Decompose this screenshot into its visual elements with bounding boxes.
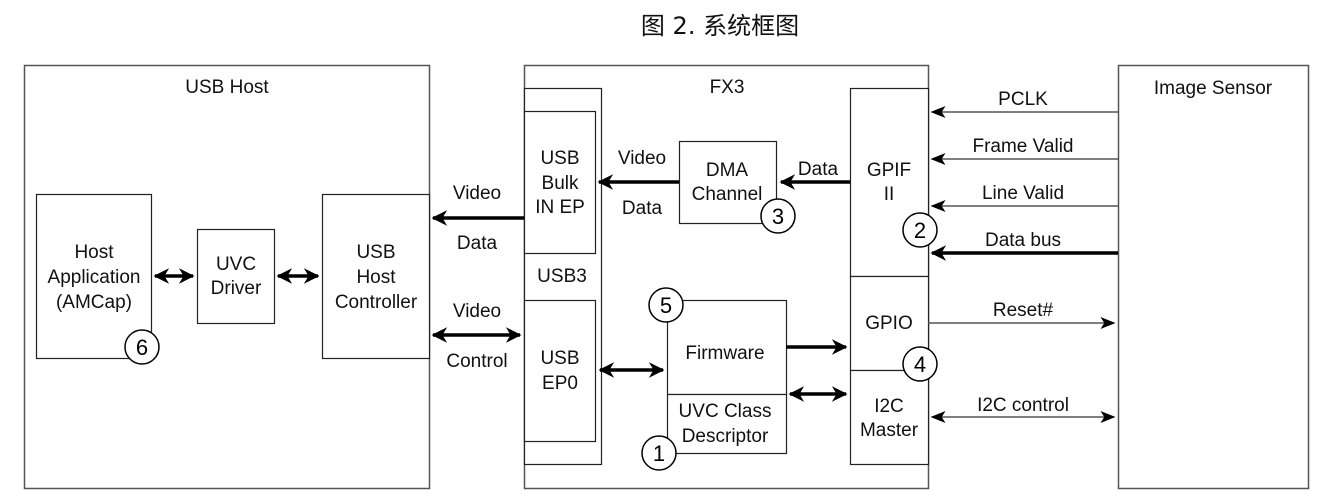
usb-host-controller-line-3: Controller bbox=[335, 292, 418, 313]
bulk-in-line-3: IN EP bbox=[535, 197, 585, 218]
uvc-driver-box bbox=[196, 228, 276, 325]
marker-6-label: 6 bbox=[136, 335, 148, 360]
marker-1: 1 bbox=[641, 435, 677, 471]
uvc-class-line-2: Descriptor bbox=[682, 426, 769, 447]
uvc-driver-line-1: UVC bbox=[216, 254, 256, 275]
gpif-dma-data-label: Data bbox=[798, 159, 839, 180]
fx3-block: FX3 USB3 USB Bulk IN EP USB EP0 DMA Chan… bbox=[523, 64, 938, 490]
i2c-line-1: I2C bbox=[874, 396, 904, 417]
gpif-line-1: GPIF bbox=[867, 160, 911, 181]
usb-ep0-box bbox=[523, 299, 597, 443]
uvc-driver-line-2: Driver bbox=[211, 278, 262, 299]
figure-title: 图 2. 系统框图 bbox=[641, 12, 799, 40]
uvc-class-descriptor-box bbox=[666, 393, 788, 455]
host-application-box bbox=[35, 193, 153, 360]
marker-3: 3 bbox=[760, 198, 796, 234]
bulk-in-line-2: Bulk bbox=[542, 173, 579, 194]
marker-5: 5 bbox=[648, 287, 684, 323]
gpio-label: GPIO bbox=[865, 313, 913, 334]
firmware-label: Firmware bbox=[685, 343, 764, 364]
marker-2: 2 bbox=[902, 212, 938, 248]
image-sensor-frame bbox=[1117, 64, 1310, 490]
dma-data-label: Data bbox=[622, 198, 663, 219]
fx3-title: FX3 bbox=[710, 77, 745, 98]
dma-line-1: DMA bbox=[706, 160, 749, 181]
host-video-control-top: Video bbox=[453, 301, 501, 322]
marker-6: 6 bbox=[124, 329, 160, 365]
usb3-title: USB3 bbox=[537, 266, 587, 287]
i2c-master-box bbox=[849, 369, 930, 466]
frame-valid-label: Frame Valid bbox=[972, 136, 1073, 157]
host-app-line-1: Host bbox=[74, 242, 114, 263]
usb-bulk-in-ep-box bbox=[523, 110, 597, 255]
marker-5-label: 5 bbox=[660, 293, 672, 318]
i2c-control-label: I2C control bbox=[977, 395, 1069, 416]
usb-host-controller-box bbox=[321, 193, 431, 360]
dma-line-2: Channel bbox=[692, 184, 763, 205]
dma-channel-box bbox=[678, 140, 778, 225]
marker-4-label: 4 bbox=[914, 352, 926, 377]
usb-host-controller-line-2: Host bbox=[356, 267, 396, 288]
dma-video-label: Video bbox=[618, 148, 666, 169]
ep0-line-2: EP0 bbox=[542, 373, 578, 394]
line-valid-label: Line Valid bbox=[982, 183, 1064, 204]
i2c-line-2: Master bbox=[860, 420, 919, 441]
host-video-data-top: Video bbox=[453, 183, 501, 204]
marker-4: 4 bbox=[902, 346, 938, 382]
usb-host-controller-line-1: USB bbox=[356, 242, 395, 263]
marker-2-label: 2 bbox=[914, 218, 926, 243]
ep0-line-1: USB bbox=[540, 348, 579, 369]
host-video-data-bottom: Data bbox=[457, 233, 498, 254]
firmware-box bbox=[666, 299, 788, 396]
image-sensor-title: Image Sensor bbox=[1154, 78, 1273, 99]
gpif-ii-box bbox=[849, 87, 930, 278]
bulk-in-line-1: USB bbox=[540, 148, 579, 169]
data-bus-label: Data bus bbox=[985, 230, 1061, 251]
marker-3-label: 3 bbox=[772, 204, 784, 229]
pclk-label: PCLK bbox=[998, 89, 1048, 110]
host-app-line-2: Application bbox=[48, 267, 141, 288]
marker-1-label: 1 bbox=[653, 441, 665, 466]
host-video-control-bottom: Control bbox=[446, 351, 507, 372]
host-app-line-3: (AMCap) bbox=[56, 292, 132, 313]
usb-host-block: USB Host Host Application (AMCap) 6 UVC … bbox=[23, 64, 431, 490]
usb-host-title: USB Host bbox=[185, 77, 269, 98]
uvc-class-line-1: UVC Class bbox=[679, 401, 772, 422]
reset-label: Reset# bbox=[993, 300, 1054, 321]
gpif-line-2: II bbox=[884, 184, 895, 205]
image-sensor-block: Image Sensor bbox=[1117, 64, 1310, 490]
